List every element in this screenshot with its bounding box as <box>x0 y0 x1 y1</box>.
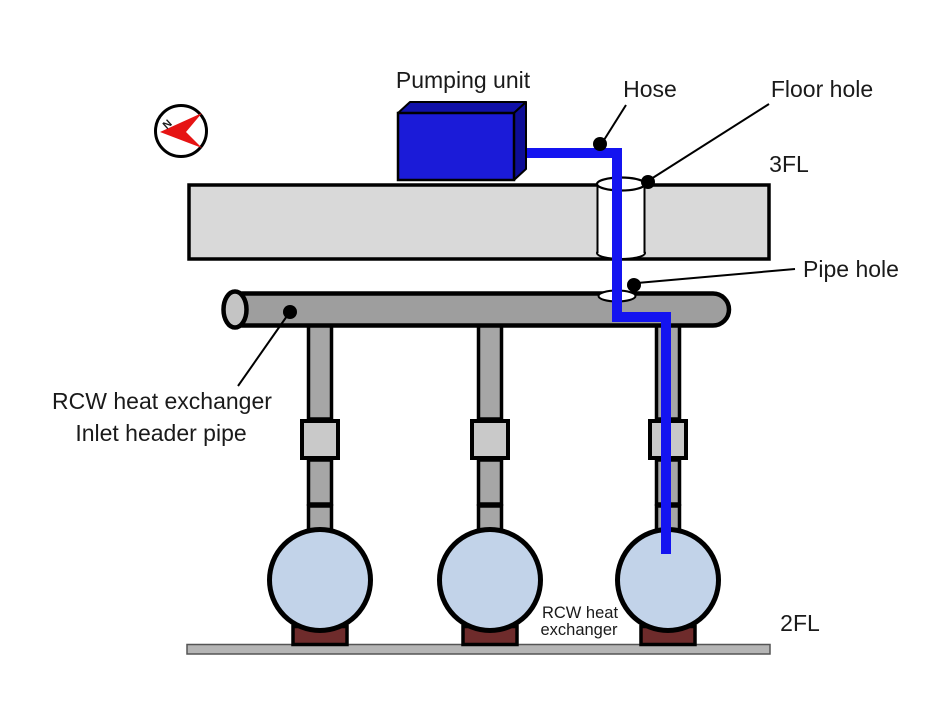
riser-2-upper-segment <box>476 313 504 421</box>
dot-floor-hole <box>641 175 655 189</box>
riser-1-flange <box>300 419 340 460</box>
label-hose: Hose <box>623 76 677 102</box>
pump-front-face <box>396 111 516 182</box>
label-inlet-header-line1: RCW heat exchanger <box>52 388 272 414</box>
leader-pipe-hole <box>636 268 796 284</box>
label-3fl: 3FL <box>769 151 809 177</box>
heat-exchanger-sphere-2 <box>437 527 543 633</box>
hose-line <box>517 148 671 554</box>
riser-pipe-2 <box>470 313 510 534</box>
leader-floor-hole <box>650 103 770 180</box>
pumping-unit-box <box>396 101 527 182</box>
riser-1-upper-segment <box>306 313 334 421</box>
riser-2-mid-segment <box>476 458 504 506</box>
heat-exchanger-sphere-1 <box>267 527 373 633</box>
riser-1-mid-segment <box>306 458 334 506</box>
compass-north-arrow <box>160 113 202 148</box>
label-inlet-header-line2: Inlet header pipe <box>75 420 246 446</box>
leader-hose <box>603 104 627 141</box>
label-rcw-exchanger-line2: exchanger <box>540 621 618 639</box>
leader-inlet-header <box>237 315 288 387</box>
label-floor-hole: Floor hole <box>771 76 873 102</box>
header-pipe-end-cap <box>221 289 249 330</box>
dot-hose <box>593 137 607 151</box>
riser-pipe-1 <box>300 313 340 534</box>
pump-top-face <box>397 101 527 114</box>
compass-icon: N <box>154 104 208 158</box>
dot-inlet-header <box>283 305 297 319</box>
label-rcw-exchanger-line1: RCW heat <box>542 604 619 622</box>
dot-pipe-hole <box>627 278 641 292</box>
pump-side-face <box>513 101 527 181</box>
label-pipe-hole: Pipe hole <box>803 256 899 282</box>
label-pumping-unit: Pumping unit <box>396 67 531 93</box>
riser-2-flange <box>470 419 510 460</box>
floor-slab-3fl <box>187 183 771 261</box>
label-2fl: 2FL <box>780 610 820 636</box>
